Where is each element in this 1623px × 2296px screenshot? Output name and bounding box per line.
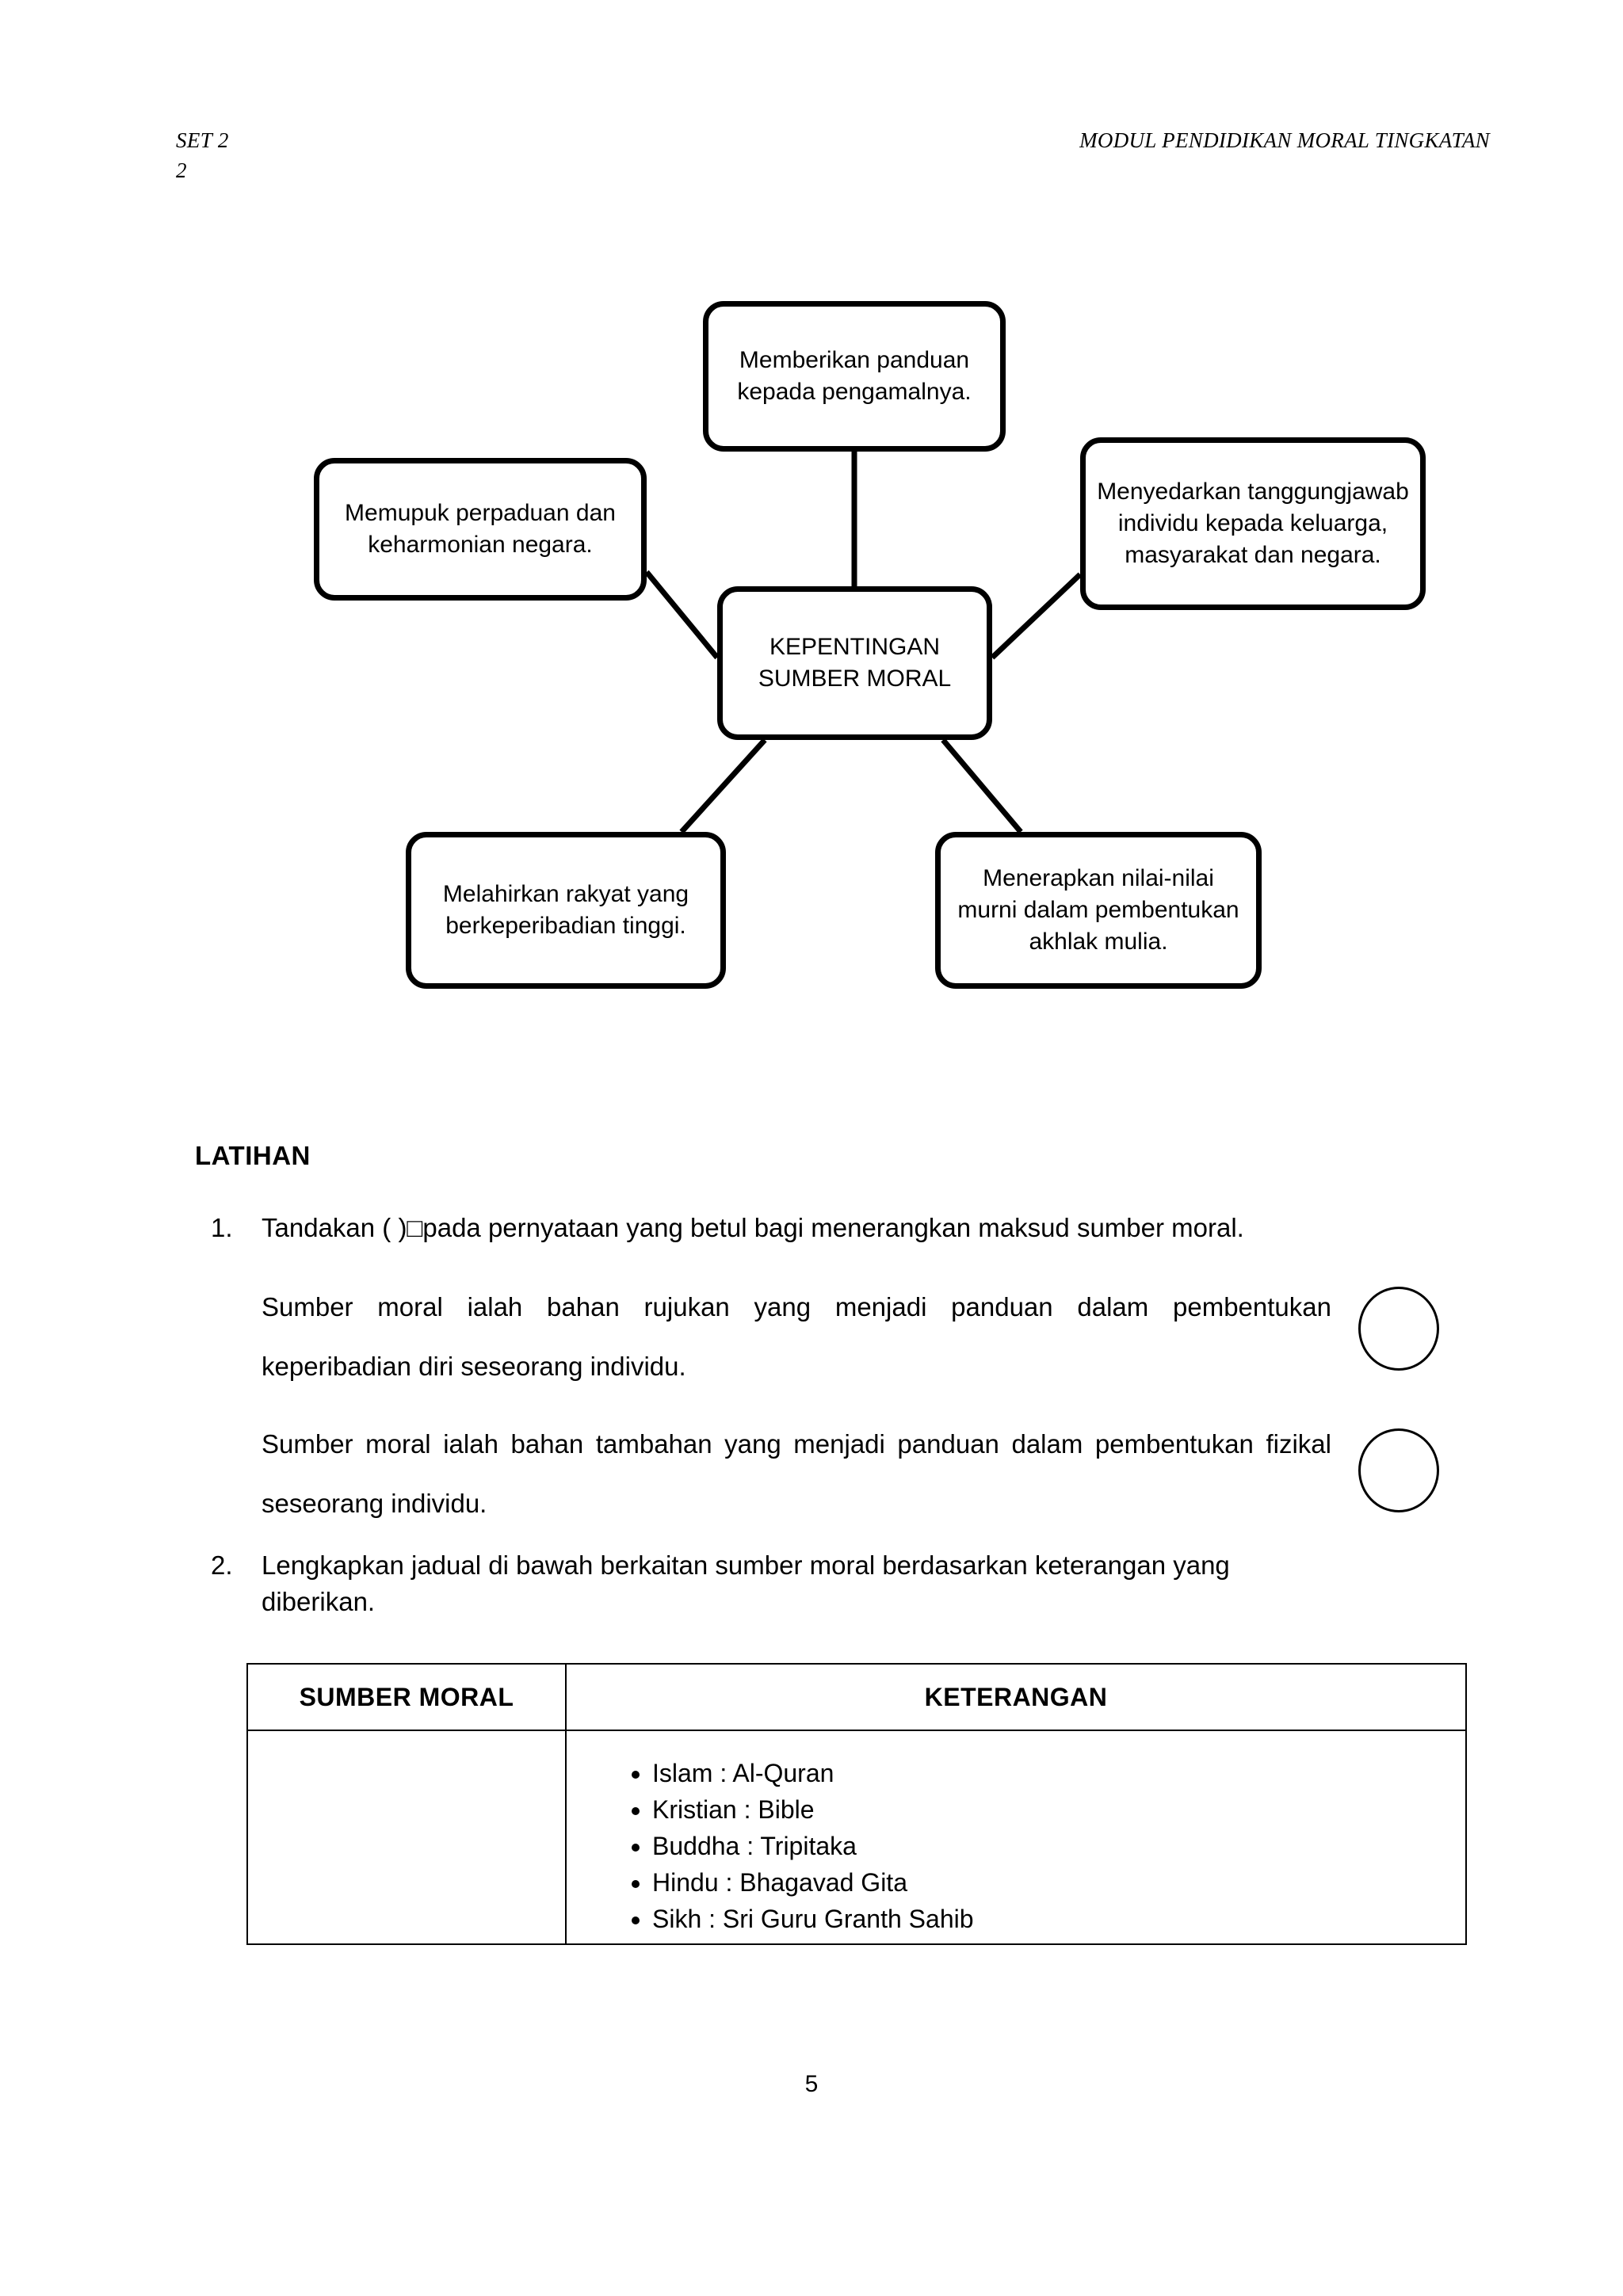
diagram-node-center: KEPENTINGAN SUMBER MORAL (717, 586, 992, 740)
list-item: Sikh : Sri Guru Granth Sahib (652, 1901, 1465, 1937)
diagram-node-bottom-left: Melahirkan rakyat yang berkeperibadian t… (406, 832, 726, 989)
question-2-text-main: Lengkapkan jadual di bawah berkaitan sum… (262, 1550, 1230, 1580)
table-header-keterangan: KETERANGAN (565, 1663, 1467, 1731)
diagram-node-top: Memberikan panduan kepada pengamalnya. (703, 301, 1006, 452)
question-2-text: Lengkapkan jadual di bawah berkaitan sum… (262, 1547, 1450, 1620)
list-item: Hindu : Bhagavad Gita (652, 1864, 1465, 1901)
page-header: SET 2 2 MODUL PENDIDIKAN MORAL TINGKATAN (176, 125, 1490, 196)
list-item: Kristian : Bible (652, 1791, 1465, 1828)
question-2-text-last-line: diberikan. (262, 1587, 376, 1616)
table-header-row: SUMBER MORAL KETERANGAN (246, 1663, 1467, 1731)
list-item: Islam : Al-Quran (652, 1755, 1465, 1791)
header-set-line1: SET 2 (176, 128, 229, 152)
header-set-label: SET 2 2 (176, 125, 414, 185)
exercise-heading: LATIHAN (195, 1141, 311, 1170)
table-cell-keterangan: Islam : Al-Quran Kristian : Bible Buddha… (565, 1730, 1467, 1945)
question-1-statement-2: Sumber moral ialah bahan tambahan yang m… (262, 1429, 1331, 1518)
header-set-line2: 2 (176, 158, 187, 182)
page-number: 5 (804, 2071, 819, 2097)
diagram-node-left: Memupuk perpaduan dan keharmonian negara… (314, 458, 647, 601)
diagram-node-bottom-right: Menerapkan nilai-nilai murni dalam pembe… (935, 832, 1262, 989)
question-1-text: Tandakan ( )□pada pernyataan yang betul … (262, 1213, 1244, 1242)
keterangan-list: Islam : Al-Quran Kristian : Bible Buddha… (567, 1737, 1465, 1937)
diagram-node-right: Menyedarkan tanggungjawab individu kepad… (1080, 437, 1426, 610)
list-item: Buddha : Tripitaka (652, 1828, 1465, 1864)
diagram-connector-lines (644, 452, 1083, 834)
answer-bubble-2[interactable] (1358, 1428, 1439, 1512)
header-module-title: MODUL PENDIDIKAN MORAL TINGKATAN (1079, 128, 1490, 152)
mind-map-diagram: Memberikan panduan kepada pengamalnya. M… (0, 261, 1623, 1054)
question-2-number: 2. (211, 1550, 233, 1580)
sumber-moral-table: SUMBER MORAL KETERANGAN Islam : Al-Quran… (246, 1663, 1467, 1945)
table-row: Islam : Al-Quran Kristian : Bible Buddha… (246, 1730, 1467, 1945)
question-1-number: 1. (211, 1213, 233, 1242)
question-1-statement-1: Sumber moral ialah bahan rujukan yang me… (262, 1292, 1331, 1381)
answer-bubble-1[interactable] (1358, 1287, 1439, 1371)
table-header-sumber-moral: SUMBER MORAL (246, 1663, 567, 1731)
table-cell-sumber-moral-blank[interactable] (246, 1730, 567, 1945)
